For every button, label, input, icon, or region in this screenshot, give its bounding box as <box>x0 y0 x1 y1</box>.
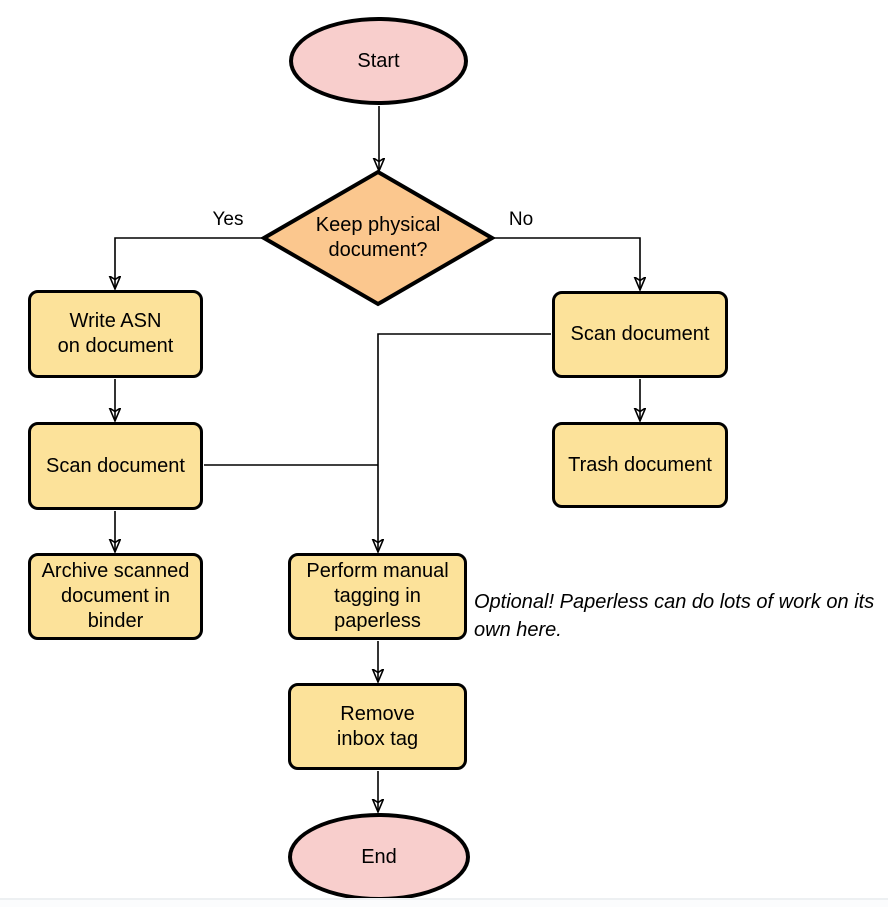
node-remove-inbox-tag: Remove inbox tag <box>288 683 467 770</box>
page-bottom-area <box>0 900 888 907</box>
node-remove-inbox-tag-label: Remove inbox tag <box>336 702 419 750</box>
node-start-label: Start <box>357 49 400 72</box>
edge-label-no: No <box>508 209 534 230</box>
node-end-label: End <box>361 845 397 868</box>
node-scan-document-right-label: Scan document <box>570 323 710 345</box>
annotation-note: Optional! Paperless can do lots of work … <box>474 591 875 641</box>
node-write-asn-label: Write ASN on document <box>57 310 174 357</box>
edge-label-yes: Yes <box>212 209 244 230</box>
edge-decision-no-to-scan-right <box>492 237 640 290</box>
page-bottom-divider <box>0 898 888 900</box>
node-archive-in-binder: Archive scanned document in binder <box>28 553 203 640</box>
node-archive-in-binder-label: Archive scanned document in binder <box>41 560 190 632</box>
node-trash-document: Trash document <box>552 422 728 508</box>
node-scan-document-right: Scan document <box>552 291 728 378</box>
edge-scan-right-to-tagging <box>378 333 551 552</box>
node-scan-document-left: Scan document <box>28 422 203 510</box>
node-decision: Keep physical document? <box>261 169 495 307</box>
node-write-asn: Write ASN on document <box>28 290 203 378</box>
node-end: End <box>288 813 470 901</box>
node-trash-document-label: Trash document <box>568 453 712 476</box>
node-start: Start <box>289 17 468 105</box>
edge-decision-yes-to-write-asn <box>115 237 264 289</box>
node-scan-document-left-label: Scan document <box>46 454 185 477</box>
node-decision-label: Keep physical document? <box>315 214 441 261</box>
decision-diamond-shape <box>261 169 495 307</box>
node-manual-tagging: Perform manual tagging in paperless <box>288 553 467 640</box>
node-manual-tagging-label: Perform manual tagging in paperless <box>306 560 449 632</box>
